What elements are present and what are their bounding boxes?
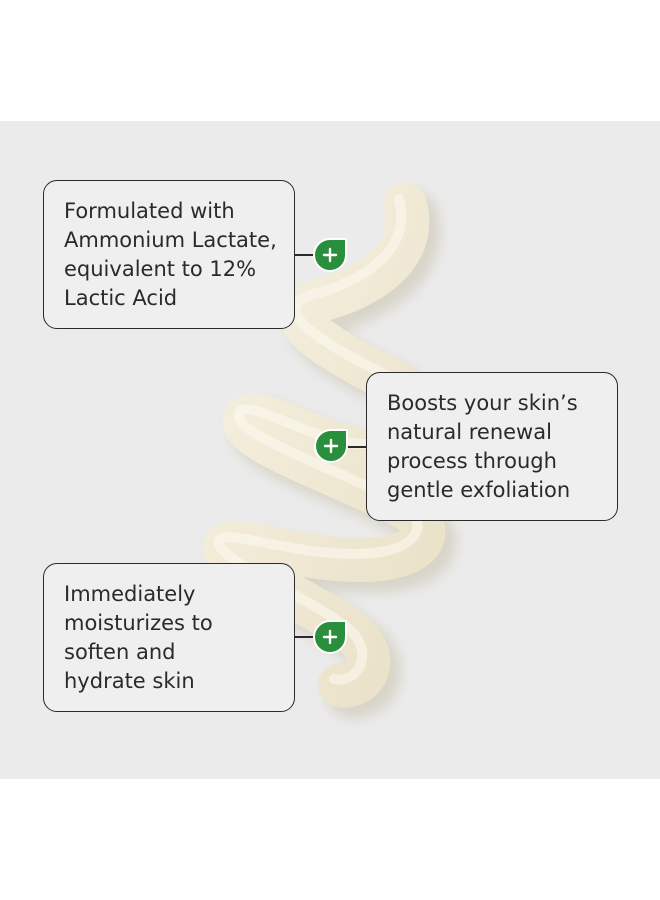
plus-icon (322, 247, 338, 263)
connector-line-3 (295, 636, 315, 638)
plus-badge-2 (314, 429, 348, 463)
callout-ammonium-lactate: Formulated with Ammonium Lactate, equiva… (43, 180, 295, 329)
connector-line-2 (346, 446, 366, 448)
callout-moisturizes: Immediately moisturizes to soften and hy… (43, 563, 295, 712)
callout-skin-renewal: Boosts your skin’s natural renewal proce… (366, 372, 618, 521)
plus-badge-1 (313, 238, 347, 272)
plus-icon (322, 629, 338, 645)
plus-badge-3 (313, 620, 347, 654)
plus-icon (323, 438, 339, 454)
connector-line-1 (295, 254, 315, 256)
